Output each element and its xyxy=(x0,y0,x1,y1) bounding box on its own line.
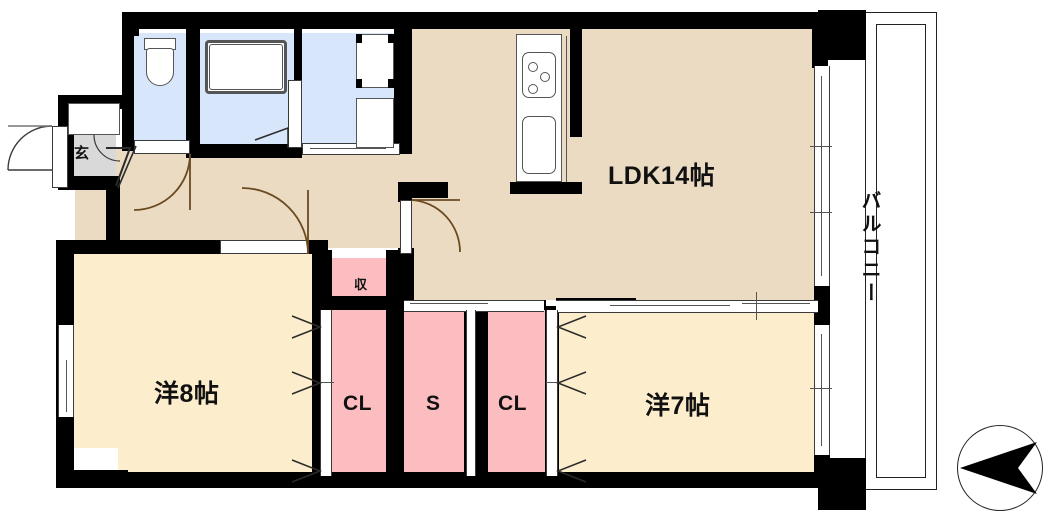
burner-2 xyxy=(540,72,550,82)
window-west-line xyxy=(66,360,68,412)
wall-bottom-2 xyxy=(110,472,826,488)
burner-1 xyxy=(528,62,538,72)
label-room-east: 洋7帖 xyxy=(645,392,711,420)
label-service-room: S xyxy=(426,392,441,415)
label-closet-2: CL xyxy=(498,392,527,415)
slider-ldk-closet-a-line xyxy=(410,303,488,305)
storage-closet-floor xyxy=(330,258,388,298)
closet-1-door[interactable] xyxy=(320,310,332,476)
label-closet-1: CL xyxy=(343,392,372,415)
label-room-west: 洋8帖 xyxy=(154,380,220,408)
wall-kitchen-right-top xyxy=(570,29,582,137)
room-west-floor xyxy=(70,248,320,468)
wall-hall-ldk-v xyxy=(398,182,412,202)
closet-2-floor xyxy=(487,310,547,480)
service-room-floor xyxy=(404,310,466,480)
slider-ldk-room-east-line xyxy=(610,305,730,307)
column-top-right xyxy=(818,10,866,60)
door-ldk-frame[interactable] xyxy=(400,200,412,254)
closet-2-door-line xyxy=(546,382,560,384)
bathtub-inner xyxy=(209,44,283,90)
wall-storage-bottom xyxy=(320,296,402,310)
wm-tab-tr xyxy=(388,34,394,43)
balcony-slider-mark-1 xyxy=(810,146,832,148)
label-ldk: LDK14帖 xyxy=(608,162,716,190)
balcony-slider-lower-line xyxy=(821,334,823,446)
wm-tab-tl xyxy=(356,34,362,43)
column-bottom-right xyxy=(818,458,866,510)
wall-toilet-left xyxy=(122,29,134,141)
label-entrance: 玄 xyxy=(74,145,90,162)
wm-tab-br xyxy=(388,79,394,88)
wall-entrance-bottom xyxy=(58,176,120,190)
hallway-floor-2 xyxy=(110,170,420,248)
vanity-sink xyxy=(356,98,394,148)
kitchen-stove xyxy=(522,52,556,98)
door-washroom-line xyxy=(310,148,386,150)
toilet-bowl xyxy=(146,48,174,86)
closet-1-door-line xyxy=(320,382,334,384)
wall-entrance-right-stub xyxy=(106,176,120,248)
wall-toilet-bottom xyxy=(122,129,134,151)
door-bathroom[interactable] xyxy=(288,80,302,148)
entrance-door-leaf[interactable] xyxy=(52,126,68,188)
wall-storage-right xyxy=(386,250,402,306)
slider-ldk-room-east[interactable] xyxy=(556,300,818,313)
wall-top xyxy=(122,12,826,29)
balcony-inner-line xyxy=(876,24,926,478)
room-east-floor xyxy=(556,308,820,480)
slider-mark-vert xyxy=(756,292,758,320)
wall-toilet-right xyxy=(186,29,200,151)
door-west-bedroom[interactable] xyxy=(220,240,308,254)
room-west-floor-b xyxy=(118,440,320,476)
wall-storage-left xyxy=(320,250,332,306)
balcony-slider-mark-3 xyxy=(810,388,832,390)
closet-2-door[interactable] xyxy=(546,310,558,476)
wall-kitchen-bottom xyxy=(510,182,582,194)
label-storage: 収 xyxy=(354,277,368,292)
door-toilet[interactable] xyxy=(134,140,190,154)
shoe-cabinet xyxy=(68,103,120,135)
wall-washroom-right xyxy=(394,29,412,153)
washing-machine-space xyxy=(356,34,394,88)
wall-bath-bottom xyxy=(186,144,302,158)
balcony-slider-upper-line xyxy=(821,76,823,276)
balcony-slider-mark-2 xyxy=(810,212,832,214)
balcony-label: バルコニー xyxy=(858,190,880,305)
wm-tab-bl xyxy=(356,79,362,88)
kitchen-counter-edge xyxy=(566,36,568,182)
wall-right-mid xyxy=(814,283,830,327)
kitchen-sink xyxy=(522,116,556,174)
compass-rose xyxy=(957,425,1043,511)
burner-3 xyxy=(528,84,538,94)
ldk-floor xyxy=(412,28,826,300)
wall-ldk-left-lower xyxy=(398,248,414,300)
service-room-door[interactable] xyxy=(466,310,476,476)
closet-1-floor xyxy=(330,310,388,480)
slider-ldk-room-east-line2 xyxy=(742,303,810,305)
wall-closet-div-1 xyxy=(386,306,404,476)
